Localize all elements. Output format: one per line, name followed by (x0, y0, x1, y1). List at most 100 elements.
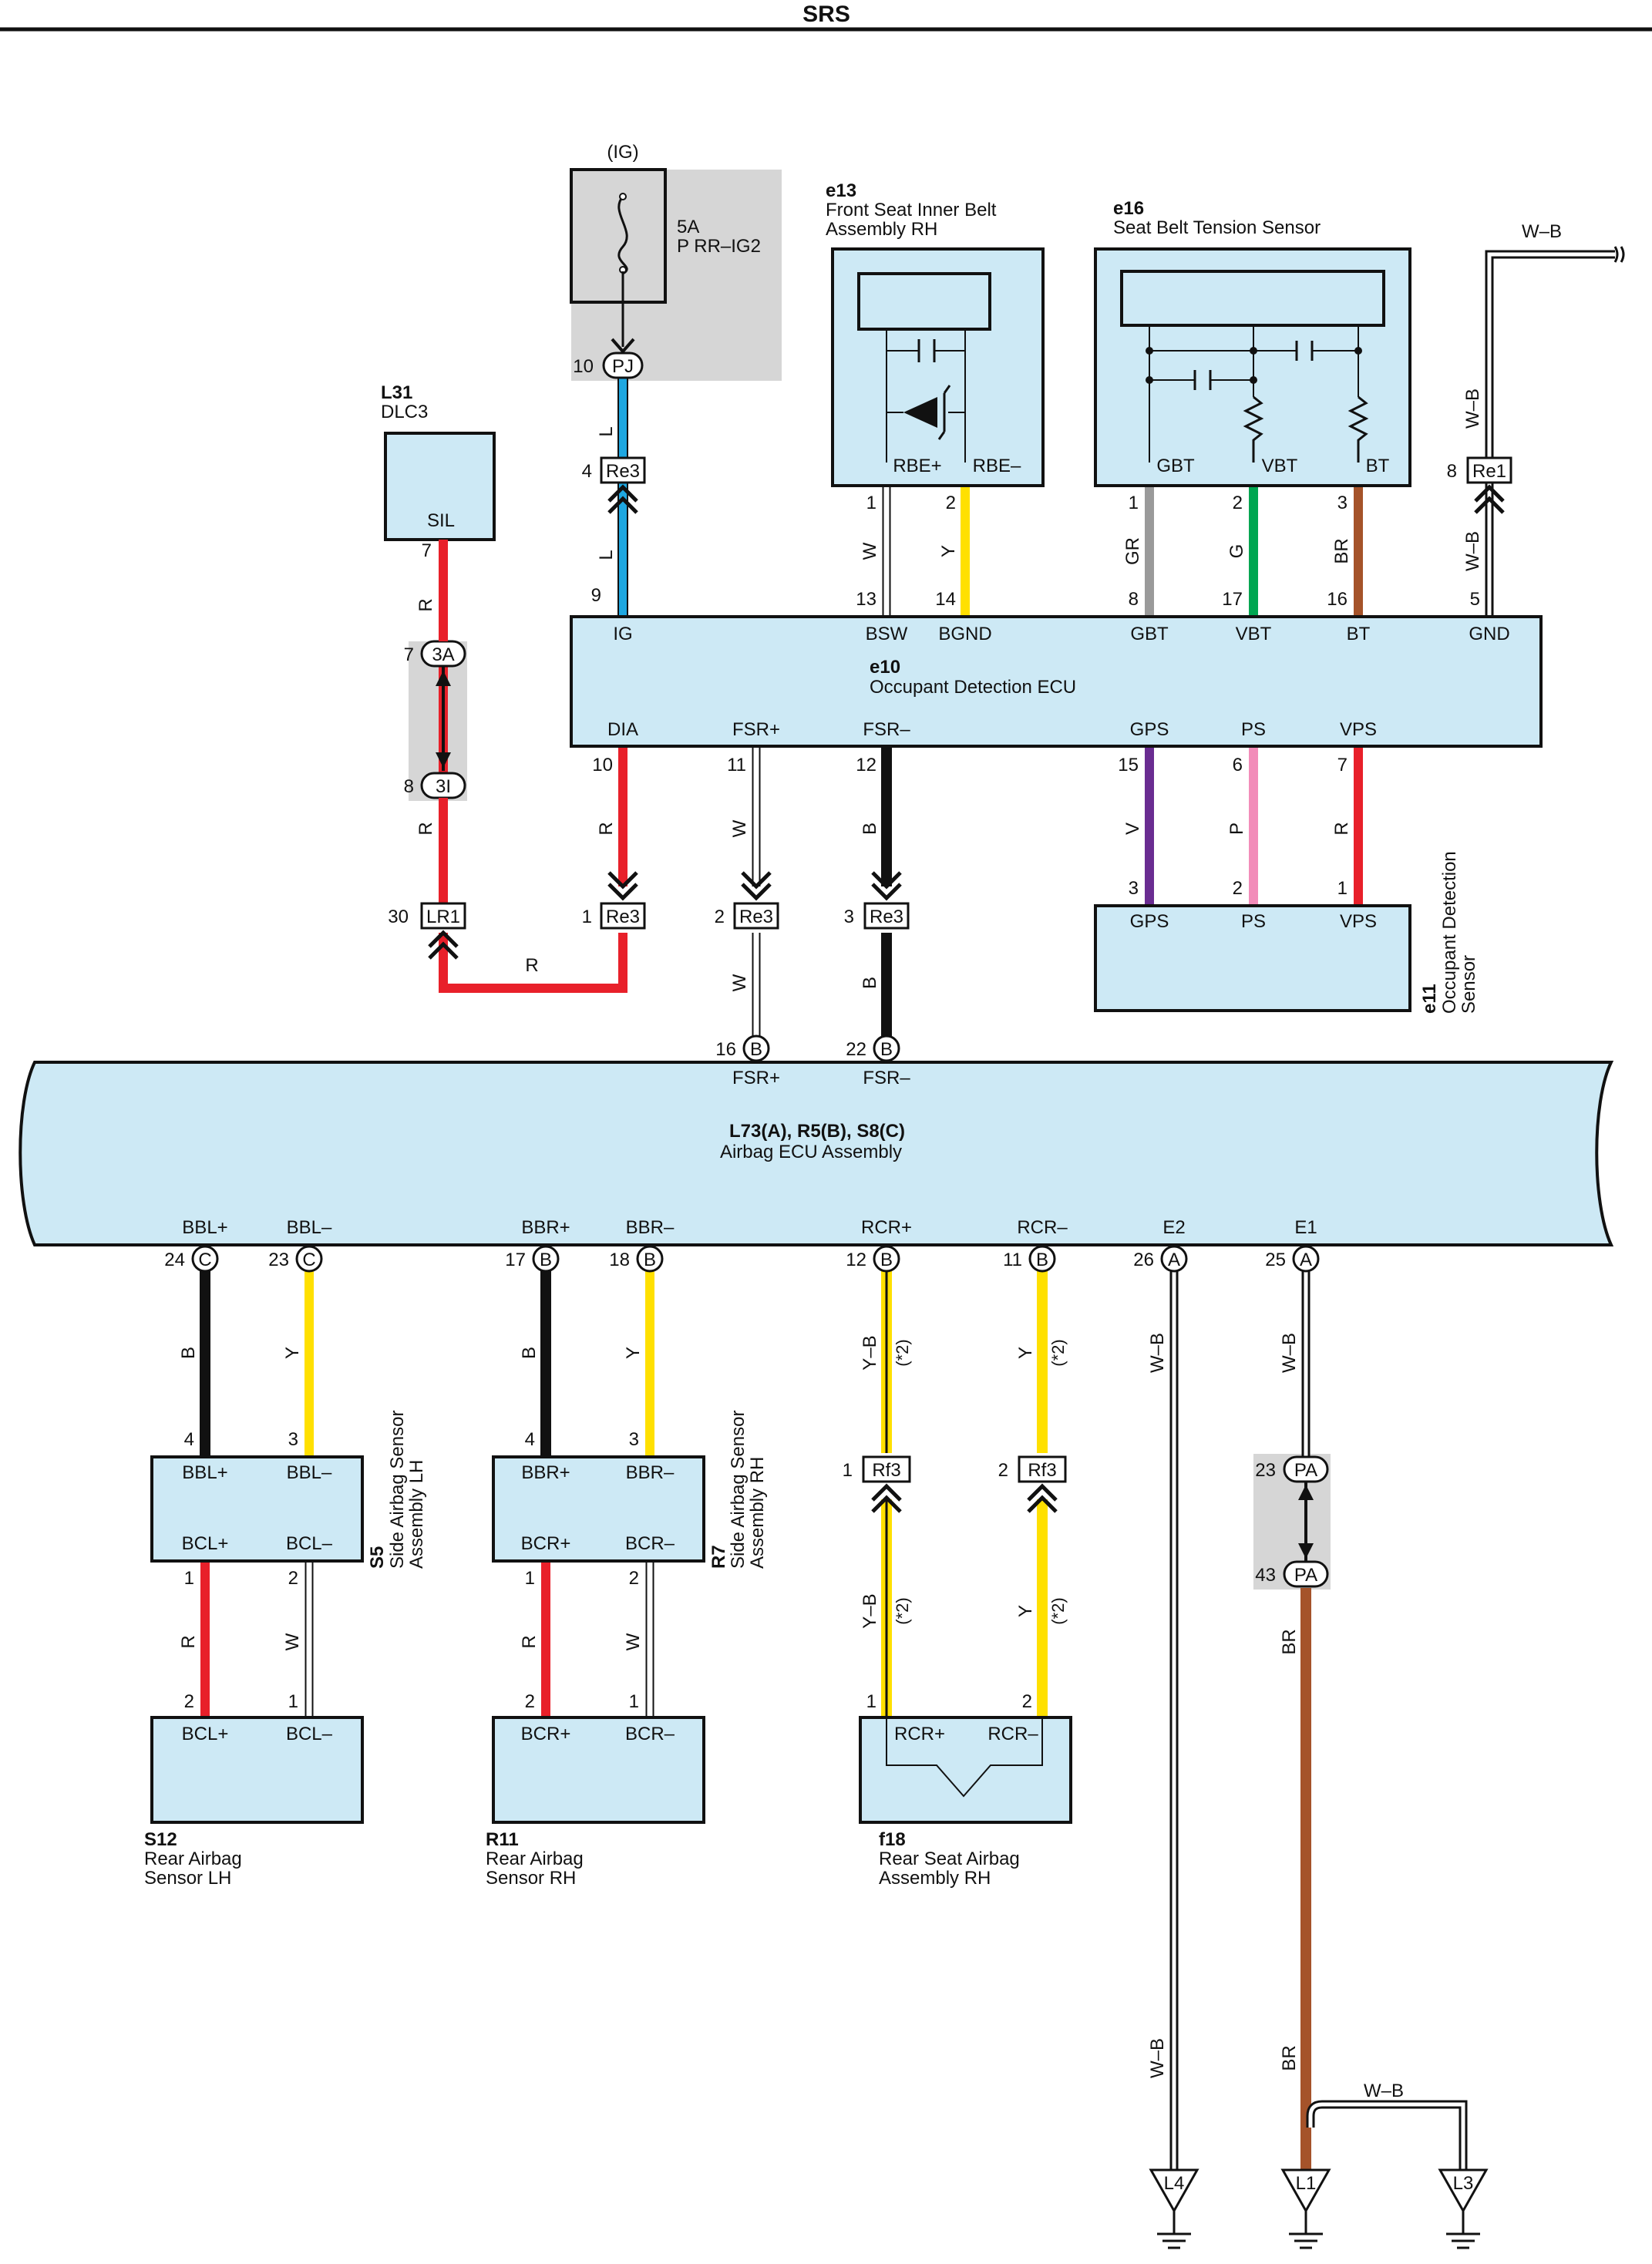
svg-text:R: R (178, 1635, 199, 1648)
svg-text:Re3: Re3 (870, 907, 903, 927)
connector-lr1 (420, 902, 466, 930)
svg-text:2: 2 (715, 907, 725, 927)
svg-text:17: 17 (505, 1250, 526, 1270)
e13-name-1: Front Seat Inner Belt (826, 200, 997, 220)
r11-name-2: Sensor RH (486, 1868, 576, 1889)
svg-text:18: 18 (609, 1250, 630, 1270)
svg-text:2: 2 (525, 1691, 535, 1712)
svg-text:2: 2 (1233, 493, 1243, 513)
s5-box (150, 1455, 364, 1563)
svg-text:B: B (860, 977, 880, 989)
svg-text:1: 1 (1129, 493, 1139, 513)
s12-pin-bcl-minus: BCL– (286, 1724, 333, 1744)
svg-text:BGND: BGND (938, 624, 991, 644)
f18-pin-rcr-minus: RCR– (987, 1724, 1038, 1744)
airbag-ecu-bottom-pins: BBL+ BBL– BBR+ BBR– RCR+ RCR– E2 E1 (182, 1217, 1317, 1238)
svg-text:PJ: PJ (612, 356, 634, 377)
e16-pin-gbt: GBT (1156, 456, 1195, 476)
s5-pin-bcl-plus: BCL+ (182, 1533, 229, 1554)
svg-text:BR: BR (1279, 2045, 1300, 2071)
svg-text:8: 8 (404, 776, 414, 797)
svg-text:E2: E2 (1162, 1217, 1185, 1238)
svg-text:4: 4 (184, 1429, 194, 1450)
e16-pin-bt: BT (1366, 456, 1390, 476)
svg-text:DIA: DIA (607, 719, 638, 740)
connector-arrow-icon (607, 484, 638, 514)
svg-text:(*2): (*2) (1048, 1339, 1068, 1366)
svg-text:2: 2 (184, 1691, 194, 1712)
svg-text:B: B (540, 1250, 552, 1270)
svg-text:L: L (596, 550, 617, 560)
svg-text:Re3: Re3 (606, 461, 640, 482)
f18-box (859, 1716, 1072, 1824)
svg-text:(*2): (*2) (893, 1597, 912, 1624)
e10-code: e10 (870, 657, 900, 678)
svg-text:1: 1 (288, 1691, 298, 1712)
svg-text:GBT: GBT (1130, 624, 1169, 644)
svg-text:Y: Y (282, 1347, 303, 1359)
connector-re3-ig (600, 456, 646, 484)
svg-text:VPS: VPS (1340, 719, 1377, 740)
svg-text:Re1: Re1 (1472, 461, 1506, 482)
svg-text:7: 7 (404, 644, 414, 665)
side-sensor-pin-numbers: 4 3 1 2 2 1 4 3 1 2 2 1 (184, 1429, 639, 1712)
ig-fuse-area (571, 170, 782, 381)
svg-text:E1: E1 (1294, 1217, 1317, 1238)
svg-text:VBT: VBT (1236, 624, 1272, 644)
svg-text:2: 2 (629, 1568, 639, 1589)
svg-text:P: P (1226, 823, 1247, 835)
svg-text:C: C (302, 1250, 315, 1270)
svg-text:R: R (416, 598, 436, 611)
wire-lr1-re3-red (439, 933, 627, 993)
fuse-icon (617, 195, 628, 275)
ground-l4: L4 (1149, 2168, 1199, 2249)
svg-text:Y–B: Y–B (860, 1335, 880, 1370)
r11-code: R11 (486, 1829, 519, 1850)
r11-box (492, 1716, 705, 1824)
svg-text:23: 23 (268, 1250, 289, 1270)
dlc3-box (384, 432, 496, 541)
svg-text:9: 9 (591, 585, 601, 606)
svg-text:(*2): (*2) (1048, 1597, 1068, 1624)
svg-text:13: 13 (856, 589, 876, 610)
svg-text:15: 15 (1118, 755, 1139, 775)
airbag-ecu-pin-fsr-minus: FSR– (863, 1068, 910, 1088)
f18-name-2: Assembly RH (879, 1868, 991, 1889)
svg-text:PA: PA (1294, 1565, 1317, 1586)
fuse-name: P RR–IG2 (677, 236, 761, 257)
svg-text:1: 1 (866, 1691, 876, 1712)
e11-pin-gps: GPS (1130, 911, 1169, 932)
svg-text:B: B (750, 1039, 762, 1060)
svg-text:W–B: W–B (1364, 2081, 1404, 2101)
ground-l1: L1 (1280, 2168, 1331, 2249)
ecu-bottom-connectors: C 24 C 23 B 17 B 18 B 12 B 11 A 26 A 25 (164, 1245, 1320, 1273)
s12-box (150, 1716, 364, 1824)
svg-text:R: R (519, 1635, 540, 1648)
s12-code: S12 (144, 1829, 177, 1850)
svg-text:3: 3 (288, 1429, 298, 1450)
connector-rf3-2 (1018, 1455, 1067, 1483)
svg-text:11: 11 (1003, 1250, 1022, 1270)
svg-text:L4: L4 (1164, 2173, 1185, 2194)
svg-text:W: W (860, 542, 880, 560)
svg-text:2: 2 (288, 1568, 298, 1589)
svg-text:2: 2 (946, 493, 956, 513)
svg-text:IG: IG (613, 624, 632, 644)
svg-text:3: 3 (1337, 493, 1348, 513)
svg-text:R: R (416, 822, 436, 835)
svg-text:16: 16 (715, 1039, 736, 1060)
svg-text:LR1: LR1 (426, 907, 460, 927)
s5-pin-bcl-minus: BCL– (286, 1533, 333, 1554)
svg-text:Rf3: Rf3 (1028, 1460, 1056, 1481)
wire-ground-link-wb (1308, 2102, 1465, 2170)
e16-code: e16 (1113, 198, 1144, 219)
svg-text:3: 3 (844, 907, 854, 927)
svg-text:W–B: W–B (1462, 389, 1483, 429)
connector-re1 (1466, 456, 1512, 484)
svg-text:B: B (880, 1039, 893, 1060)
svg-text:B: B (519, 1347, 540, 1359)
airbag-ecu-pin-fsr-plus: FSR+ (732, 1068, 780, 1088)
fuse-rating: 5A (677, 217, 699, 237)
svg-text:W–B: W–B (1147, 1333, 1168, 1373)
f18-name-1: Rear Seat Airbag (879, 1849, 1020, 1869)
